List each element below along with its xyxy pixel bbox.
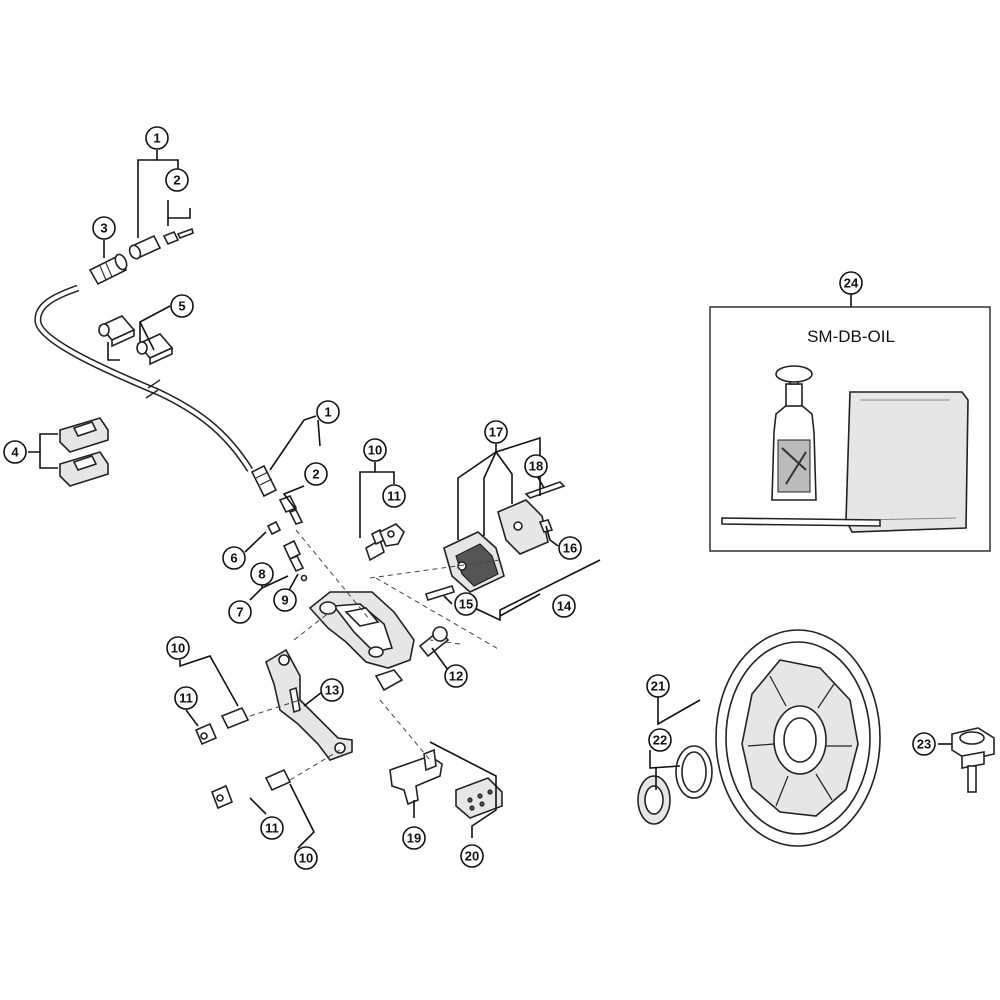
callout-2-caliper: 2: [304, 462, 328, 486]
callout-13: 13: [320, 678, 344, 702]
svg-text:24: 24: [844, 276, 859, 291]
callout-1-caliper: 1: [316, 400, 340, 424]
callout-6: 6: [222, 546, 246, 570]
callout-10-bottom: 10: [294, 846, 318, 870]
funnel-tube-part: [721, 517, 881, 527]
mounting-bolt-part: [194, 523, 405, 810]
banjo-bolt-part: [418, 626, 450, 658]
oil-bag-part: [845, 391, 969, 533]
callout-4: 4: [3, 440, 27, 464]
svg-text:17: 17: [489, 425, 503, 440]
svg-text:8: 8: [258, 567, 265, 582]
callout-10-left: 10: [166, 636, 190, 660]
svg-text:21: 21: [651, 679, 665, 694]
callout-2-top: 2: [165, 168, 189, 192]
callout-11-top: 11: [382, 484, 406, 508]
lock-ring-part: [637, 745, 713, 825]
svg-text:5: 5: [178, 299, 185, 314]
svg-text:22: 22: [653, 733, 667, 748]
pad-spacer-part: [389, 748, 503, 819]
callout-8: 8: [250, 562, 274, 586]
bleed-nipple-part: [266, 520, 308, 582]
callout-10-top: 10: [363, 438, 387, 462]
callout-14: 14: [552, 594, 576, 618]
svg-text:6: 6: [230, 551, 237, 566]
svg-text:10: 10: [368, 443, 382, 458]
svg-text:16: 16: [563, 541, 577, 556]
hose-clip-part: [98, 315, 174, 366]
svg-text:12: 12: [449, 669, 463, 684]
callout-21: 21: [646, 674, 670, 698]
callout-12: 12: [444, 664, 468, 688]
brake-pads-part: [424, 481, 566, 601]
svg-text:20: 20: [465, 849, 479, 864]
callout-7: 7: [228, 600, 252, 624]
svg-text:18: 18: [529, 459, 543, 474]
oil-bottle-part: [771, 365, 817, 501]
svg-text:1: 1: [324, 405, 331, 420]
callout-5: 5: [170, 294, 194, 318]
callout-19: 19: [402, 826, 426, 850]
callout-16: 16: [558, 536, 582, 560]
callout-11-bottom: 11: [260, 816, 284, 840]
svg-text:11: 11: [265, 821, 279, 836]
callout-11-left: 11: [174, 686, 198, 710]
connector-insert-part: [88, 253, 128, 286]
olive-insert-caliper-part: [250, 464, 304, 525]
svg-text:23: 23: [917, 737, 931, 752]
callout-22: 22: [648, 728, 672, 752]
assembly-guides: [249, 529, 501, 781]
caliper-body-part: [308, 591, 415, 692]
lockring-tool-part: [951, 727, 995, 793]
svg-text:11: 11: [387, 489, 401, 504]
svg-text:10: 10: [299, 851, 313, 866]
svg-text:15: 15: [459, 597, 473, 612]
svg-text:14: 14: [557, 599, 572, 614]
brake-hose: [34, 284, 253, 472]
oil-kit-label: SM-DB-OIL: [807, 327, 895, 346]
callout-18: 18: [524, 454, 548, 478]
mount-adaptor-part: [265, 648, 353, 761]
svg-text:11: 11: [179, 691, 193, 706]
callout-17: 17: [484, 420, 508, 444]
callout-3: 3: [92, 216, 116, 240]
svg-text:1: 1: [153, 131, 160, 146]
callout-15: 15: [454, 592, 478, 616]
callout-1-top: 1: [145, 126, 169, 150]
svg-text:10: 10: [171, 641, 185, 656]
brake-rotor-part: [715, 629, 881, 847]
svg-text:19: 19: [407, 831, 421, 846]
svg-text:9: 9: [281, 593, 288, 608]
svg-text:2: 2: [173, 173, 180, 188]
callout-20: 20: [460, 844, 484, 868]
hose-cover-part: [59, 417, 109, 487]
callout-23: 23: [912, 732, 936, 756]
olive-insert-top-part: [128, 227, 194, 260]
callout-9: 9: [273, 588, 297, 612]
svg-text:3: 3: [100, 221, 107, 236]
callout-24: 24: [839, 271, 863, 295]
svg-text:13: 13: [325, 683, 339, 698]
svg-text:7: 7: [236, 605, 243, 620]
svg-text:2: 2: [312, 467, 319, 482]
svg-text:4: 4: [11, 445, 19, 460]
